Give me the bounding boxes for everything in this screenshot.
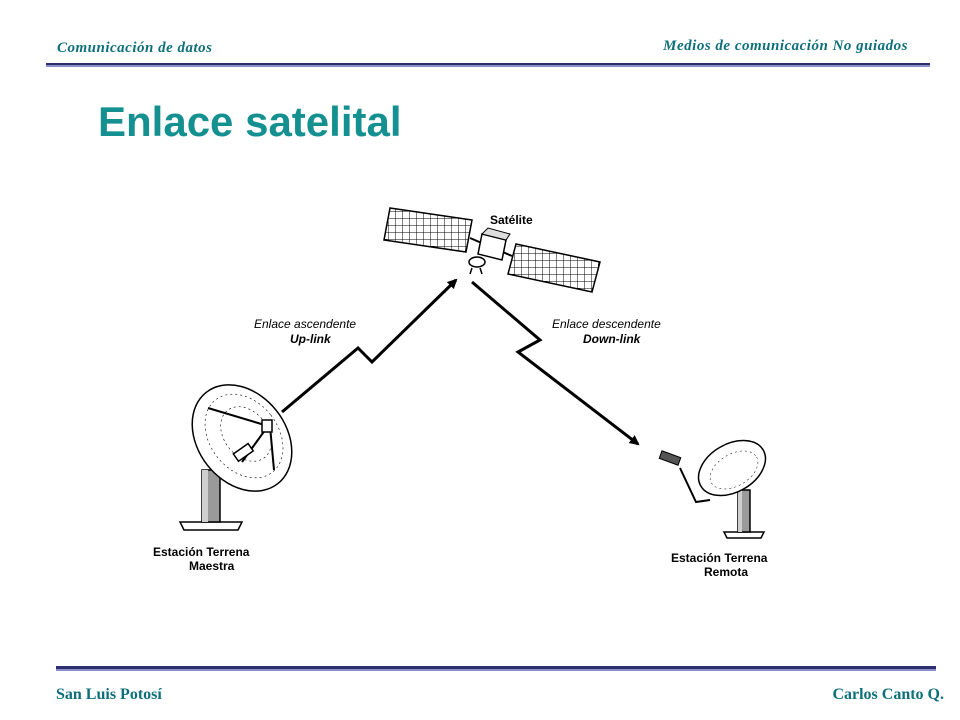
remote-station-label: Estación Terrena xyxy=(671,551,768,565)
uplink-arrow xyxy=(281,278,458,414)
uplink-sublabel: Up-link xyxy=(290,332,332,346)
master-dish-icon xyxy=(178,384,293,531)
downlink-arrow xyxy=(471,280,640,446)
course-title: Comunicación de datos xyxy=(57,40,213,56)
footer-author: Carlos Canto Q. xyxy=(832,686,944,703)
header-divider xyxy=(46,63,930,67)
satellite-label: Satélite xyxy=(490,213,533,227)
master-station-label: Estación Terrena xyxy=(153,545,250,559)
slide-title: Enlace satelital xyxy=(98,98,402,145)
uplink-label: Enlace ascendente xyxy=(254,317,356,331)
downlink-sublabel: Down-link xyxy=(583,332,642,346)
remote-dish-icon xyxy=(658,439,767,539)
satellite-icon xyxy=(383,207,601,293)
master-station-sublabel: Maestra xyxy=(189,559,235,573)
footer-location: San Luis Potosí xyxy=(56,686,162,703)
remote-station-sublabel: Remota xyxy=(704,565,748,579)
satellite-link-diagram: Satélite Enlace ascendente Up-link Enlac… xyxy=(153,207,768,579)
downlink-label: Enlace descendente xyxy=(552,317,661,331)
footer-divider xyxy=(56,666,936,671)
section-title: Medios de comunicación No guiados xyxy=(663,38,908,54)
